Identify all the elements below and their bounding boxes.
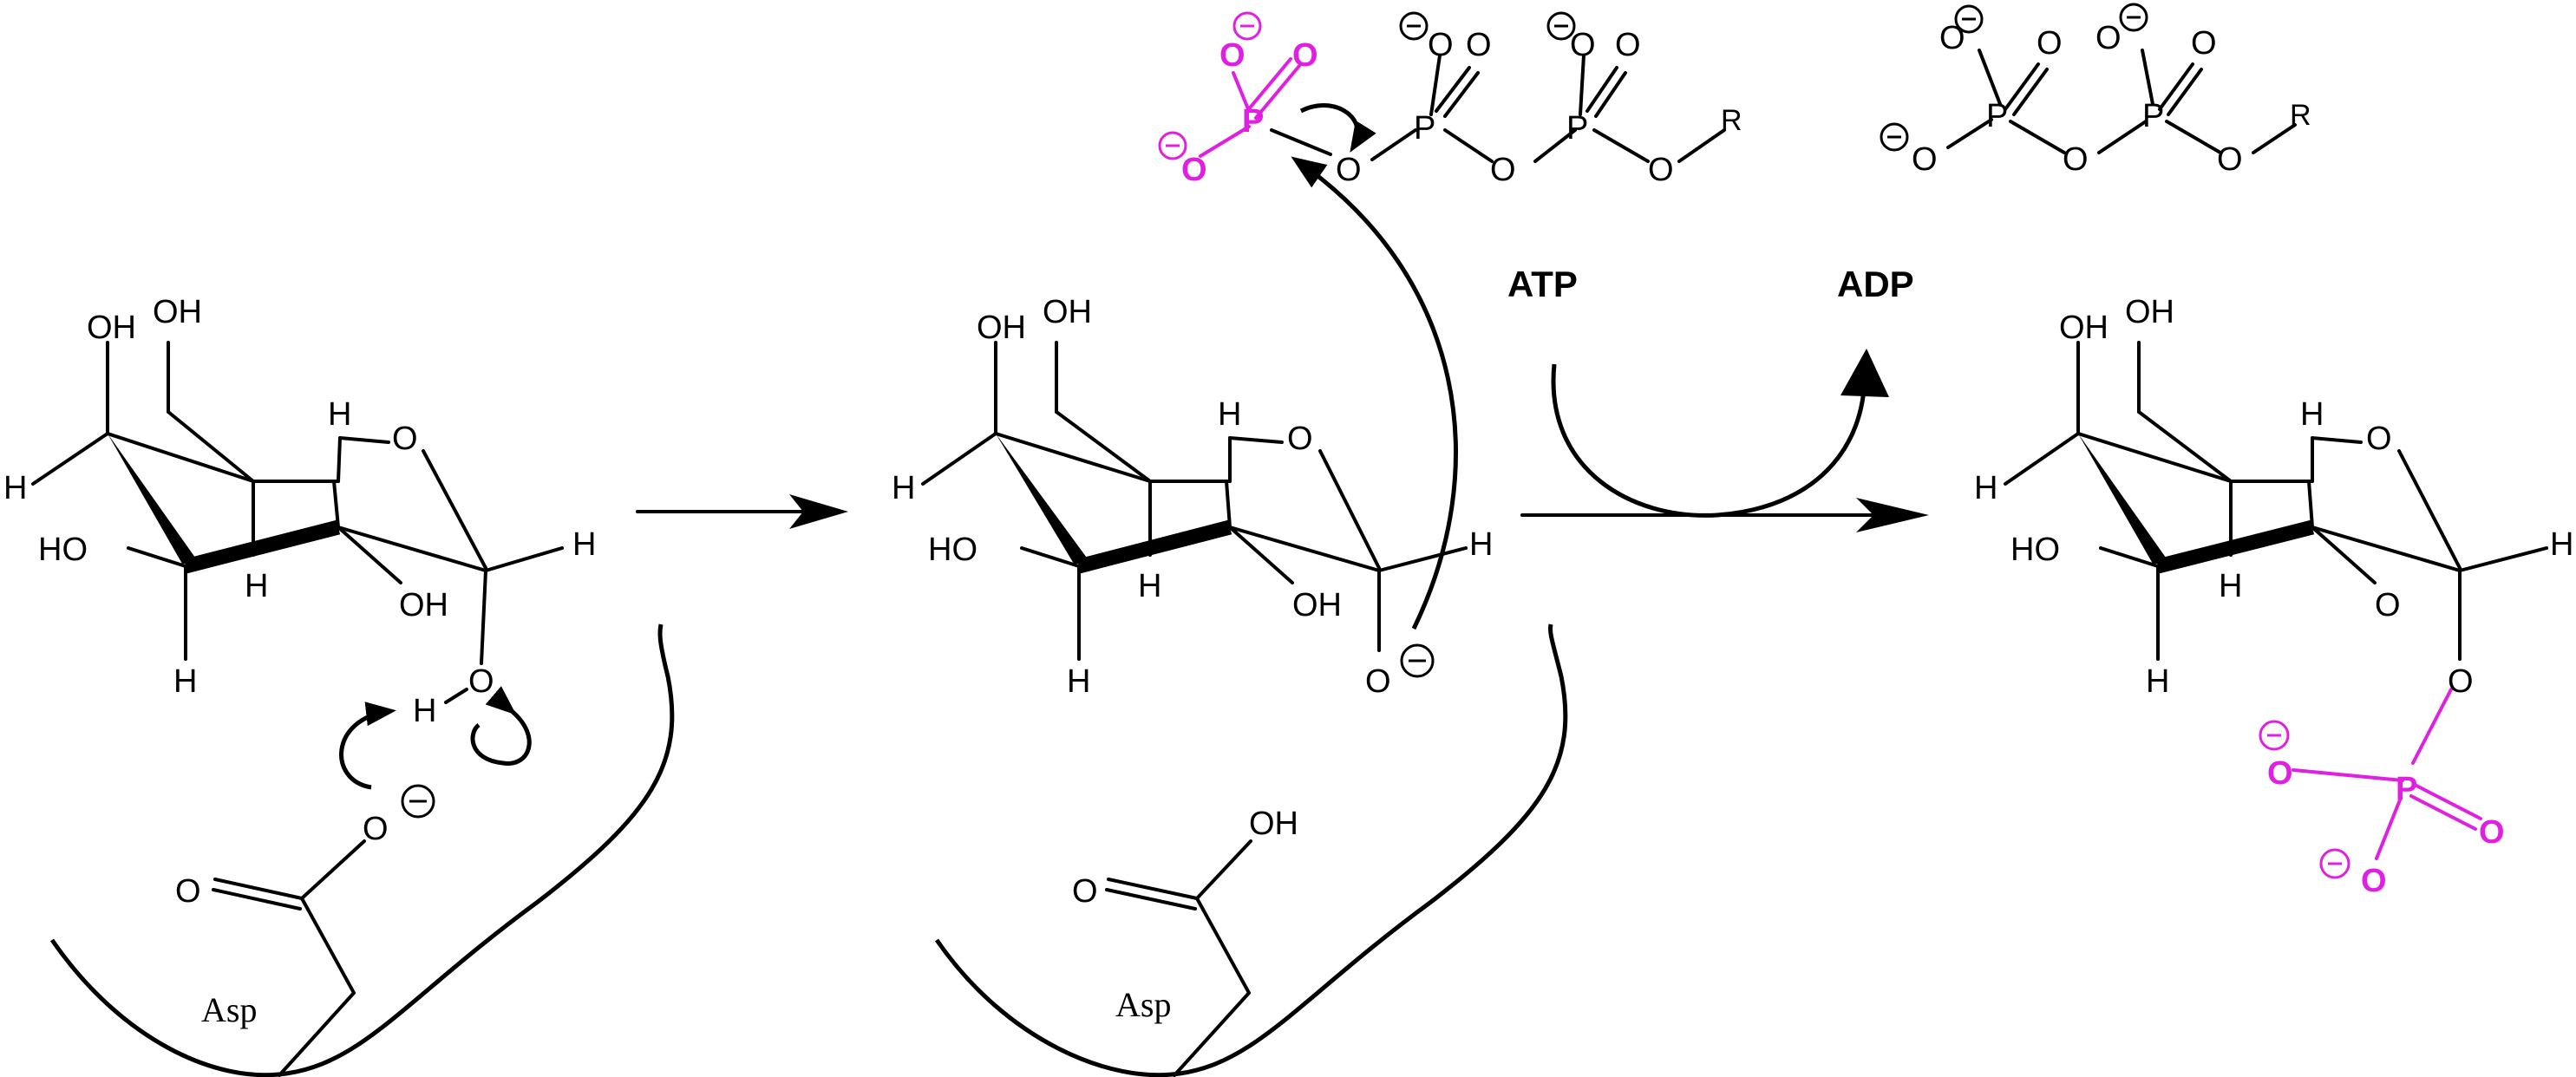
atom-label: O	[2479, 814, 2505, 851]
atom-label: HO	[2010, 532, 2060, 568]
residue-label: Asp	[201, 990, 257, 1029]
atom-label: O	[1336, 152, 1362, 188]
charge-icon	[1400, 643, 1435, 678]
atom-label: O	[1365, 663, 1391, 700]
atom-label: O	[2095, 20, 2122, 56]
atom-label: O	[392, 421, 418, 457]
charge-icon	[401, 784, 435, 819]
atom-label: O	[1615, 27, 1641, 63]
atom-label: O	[1490, 152, 1516, 188]
atom-label: O	[2037, 25, 2063, 62]
atom-label: H	[328, 396, 351, 433]
arrowhead-icon	[1856, 498, 1929, 532]
atom-label: OH	[1292, 587, 1342, 623]
atom-label: H	[2300, 396, 2324, 433]
atom-label: O	[2267, 755, 2293, 792]
atom-label: H	[2550, 526, 2573, 563]
atom-label: OH	[1249, 806, 1298, 842]
atom-label: P	[1986, 98, 2008, 134]
atom-label: HO	[928, 532, 977, 568]
atom-label: P	[1414, 110, 1435, 147]
atom-label: OH	[153, 294, 202, 330]
charge-icon	[1880, 122, 1909, 152]
atom-label: O	[2448, 663, 2474, 700]
atom-label: O	[2361, 863, 2387, 899]
adp-label: ADP	[1837, 264, 1914, 304]
glucose-phosphate-product	[2004, 341, 2548, 860]
electron-arrow	[470, 686, 532, 766]
atom-label: O	[1072, 873, 1098, 910]
atom-label: P	[2142, 98, 2164, 134]
atom-label: R	[2290, 99, 2311, 132]
electron-arrow	[1299, 103, 1376, 153]
atom-label: O	[1428, 27, 1454, 63]
atom-label: R	[1721, 104, 1742, 137]
wedge-bond	[2078, 434, 2170, 564]
atom-label: O	[1466, 27, 1492, 63]
glucose-molecule-1	[31, 341, 564, 704]
electron-arrow	[339, 702, 396, 790]
charge-icon	[2259, 720, 2290, 751]
atom-label: O	[363, 811, 389, 847]
electron-arrow	[1291, 156, 1458, 630]
charge-icon	[1399, 11, 1429, 41]
atom-label: O	[1570, 27, 1596, 63]
cofactor-arc	[1551, 363, 1867, 518]
glucose-molecule-2	[921, 341, 1468, 661]
atom-label: H	[245, 568, 268, 604]
atom-label: H	[413, 693, 436, 729]
charge-icon	[1158, 131, 1187, 160]
residue-label: Asp	[1115, 985, 1171, 1024]
atom-label: P	[1566, 110, 1588, 147]
atom-label: H	[1138, 568, 1161, 604]
atom-label: O	[1912, 141, 1938, 178]
atom-label: O	[2063, 141, 2089, 178]
atom-label: OH	[1043, 294, 1092, 330]
atom-label: H	[1218, 396, 1241, 433]
arrowhead-icon	[789, 494, 848, 529]
atom-label: H	[3, 470, 27, 506]
atom-label: H	[572, 526, 596, 563]
atom-label: P	[1242, 103, 1264, 140]
atom-label: O	[2366, 421, 2392, 457]
atom-label: OH	[977, 310, 1026, 346]
atom-label: H	[2146, 663, 2169, 700]
charge-icon	[2319, 848, 2350, 879]
atom-label: O	[1181, 152, 1207, 188]
atom-label: H	[1067, 663, 1090, 700]
atom-label: O	[1219, 37, 1246, 74]
wedge-bond	[996, 434, 1091, 564]
atom-label: O	[2375, 587, 2401, 623]
charge-icon	[1546, 11, 1576, 41]
wedge-bond	[108, 434, 199, 564]
aspartate-acid-2	[934, 623, 1568, 1077]
atom-label: OH	[2125, 294, 2174, 330]
atom-label: OH	[87, 310, 136, 346]
atom-label: O	[468, 663, 494, 700]
atom-label: O	[2191, 25, 2217, 62]
atom-label: H	[173, 663, 197, 700]
atom-label: H	[2219, 568, 2242, 604]
adp-molecule	[1946, 49, 2297, 154]
atom-label: HO	[38, 532, 88, 568]
atom-label: O	[1648, 152, 1674, 188]
atom-label: O	[2217, 141, 2243, 178]
atp-label: ATP	[1507, 264, 1578, 304]
atom-label: P	[2396, 771, 2417, 807]
aspartate-carboxylate-1	[49, 623, 675, 1077]
charge-icon	[1954, 4, 1984, 34]
atom-label: H	[892, 470, 915, 506]
atom-label: O	[175, 873, 201, 910]
arrowhead-icon	[1840, 349, 1889, 397]
atom-label: H	[1469, 526, 1493, 563]
atom-label: OH	[399, 587, 448, 623]
atom-label: O	[1287, 421, 1313, 457]
atp-molecule	[1199, 54, 1726, 163]
charge-icon	[1232, 11, 1262, 41]
atom-label: H	[1974, 470, 1997, 506]
atom-label: O	[1292, 37, 1318, 74]
charge-icon	[2119, 3, 2148, 32]
atom-label: OH	[2059, 310, 2109, 346]
